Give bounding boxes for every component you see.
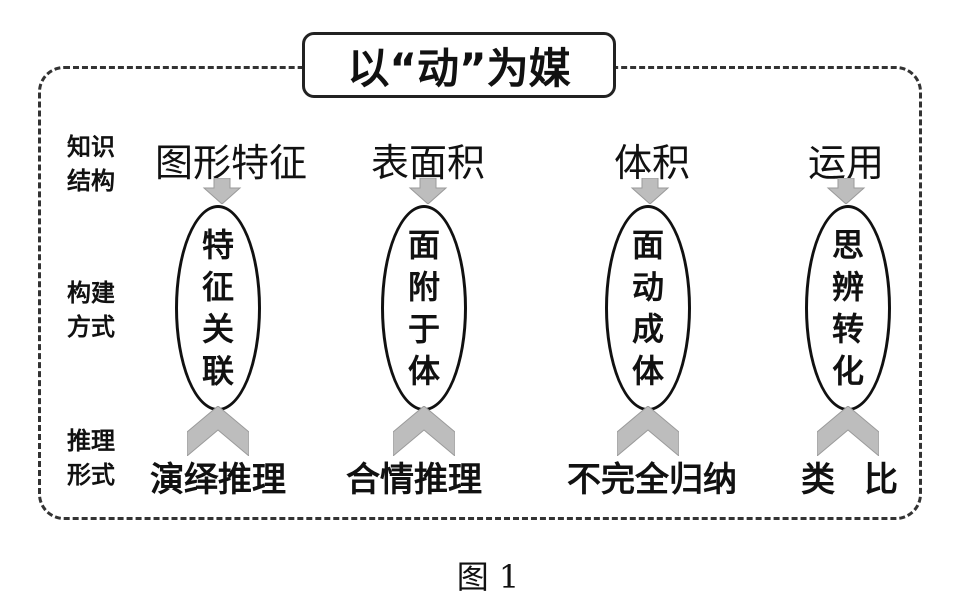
arrow-down-icon [826, 178, 866, 204]
diagram-title: 以“动”为媒 [302, 32, 616, 98]
row-label-construction-line1: 构建 [67, 279, 115, 307]
row-label-reasoning: 推理 形式 [66, 424, 116, 492]
construction-char: 于 [407, 310, 440, 348]
reasoning-analogy-part1: 类 [801, 460, 835, 500]
construction-char: 动 [631, 268, 664, 306]
construction-char: 转 [831, 310, 864, 348]
knowledge-graphic-features: 图形特征 [154, 141, 308, 185]
construction-char: 联 [201, 352, 234, 390]
row-label-reasoning-line2: 形式 [67, 461, 115, 489]
construction-ellipse-4: 思 辨 转 化 [805, 205, 891, 411]
reasoning-incomplete-induction: 不完全归纳 [567, 460, 737, 500]
row-label-knowledge-line1: 知识 [67, 133, 115, 161]
construction-char: 面 [407, 226, 440, 264]
chevron-up-icon [187, 406, 249, 456]
row-label-construction-line2: 方式 [67, 313, 115, 341]
chevron-up-icon [817, 406, 879, 456]
construction-ellipse-1: 特 征 关 联 [175, 205, 261, 411]
construction-char: 思 [831, 226, 864, 264]
reasoning-deductive: 演绎推理 [150, 460, 286, 500]
construction-char: 化 [831, 352, 864, 390]
reasoning-analogy-part2: 比 [864, 460, 898, 500]
arrow-down-icon [202, 178, 242, 204]
row-label-knowledge-line2: 结构 [67, 167, 115, 195]
reasoning-plausible: 合情推理 [346, 460, 482, 500]
arrow-down-icon [408, 178, 448, 204]
construction-ellipse-2: 面 附 于 体 [381, 205, 467, 411]
chevron-up-icon [393, 406, 455, 456]
figure-caption: 图 1 [456, 558, 520, 596]
construction-char: 体 [631, 352, 664, 390]
construction-char: 关 [201, 310, 234, 348]
row-label-reasoning-line1: 推理 [67, 427, 115, 455]
construction-char: 特 [201, 226, 234, 264]
row-label-construction: 构建 方式 [66, 276, 116, 344]
construction-char: 征 [201, 268, 234, 306]
arrow-down-icon [630, 178, 670, 204]
construction-char: 附 [407, 268, 440, 306]
construction-char: 体 [407, 352, 440, 390]
construction-char: 面 [631, 226, 664, 264]
chevron-up-icon [617, 406, 679, 456]
construction-char: 成 [631, 310, 664, 348]
construction-char: 辨 [831, 268, 864, 306]
construction-ellipse-3: 面 动 成 体 [605, 205, 691, 411]
row-label-knowledge: 知识 结构 [66, 130, 116, 198]
